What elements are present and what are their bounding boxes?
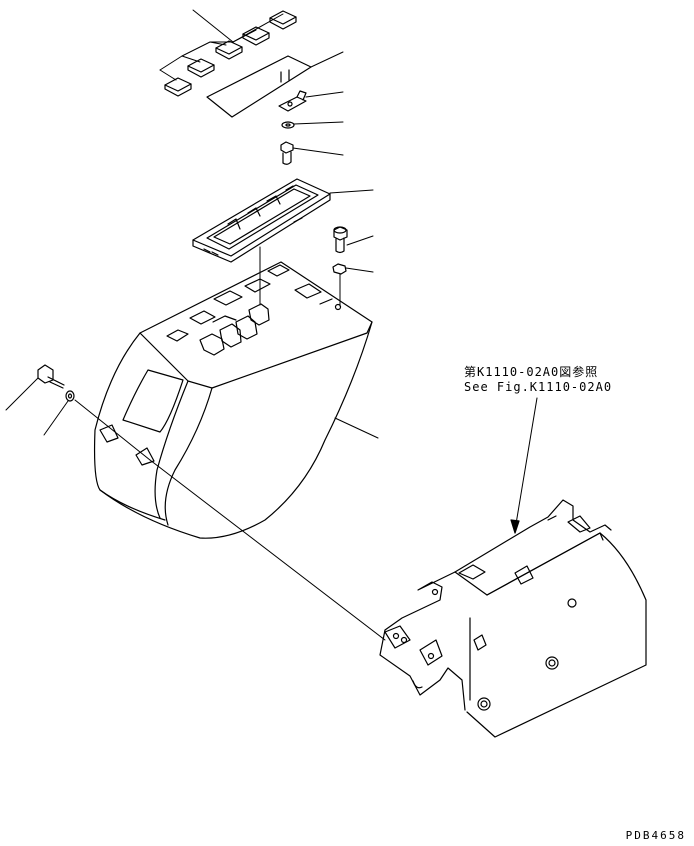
assembly-line [74, 399, 151, 461]
reference-note-english: See Fig.K1110-02A0 [464, 380, 613, 394]
side-bolt [5, 364, 65, 411]
washer [281, 121, 344, 129]
reference-arrow [510, 397, 538, 534]
cap-screw [333, 226, 374, 254]
switch-cap [215, 40, 243, 60]
caps-leader-lines [159, 9, 284, 81]
switch-cap [269, 10, 297, 30]
switch-cap [164, 77, 192, 97]
console-frame [379, 499, 647, 738]
console-housing [93, 261, 379, 539]
switch-caps-group [159, 9, 297, 97]
nut [332, 263, 374, 275]
drawing-code: PDB4658 [625, 829, 686, 842]
reference-note-japanese: 第K1110-02A0図参照 [464, 365, 599, 379]
bracket-clip [278, 90, 344, 112]
assembly-line [149, 459, 386, 641]
switch-panel [192, 178, 374, 263]
switch-cap [187, 58, 215, 78]
bolt [280, 141, 344, 165]
label-plate [206, 51, 344, 118]
side-washer [43, 390, 75, 436]
